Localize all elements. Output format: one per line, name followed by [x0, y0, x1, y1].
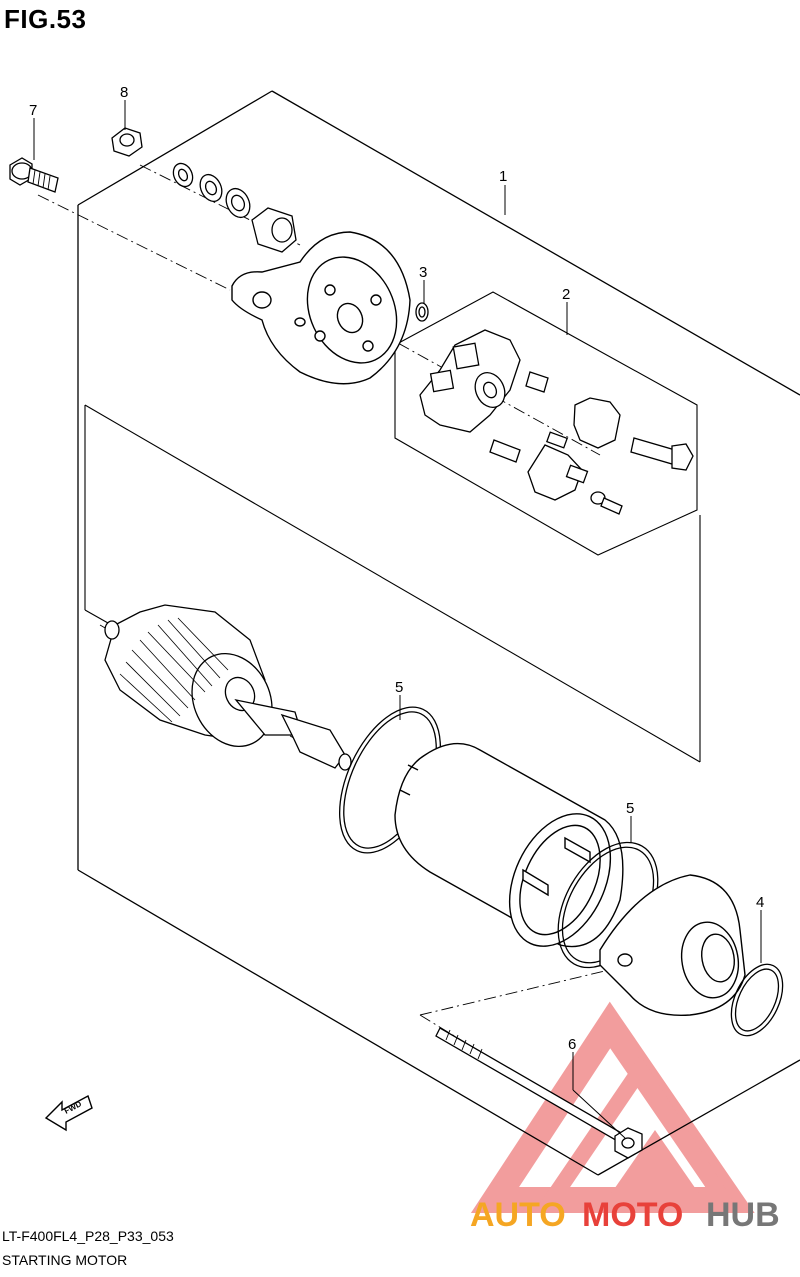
callout-5-lower: 5 [626, 800, 634, 817]
armature-frame [84, 404, 701, 763]
callout-1: 1 [499, 168, 507, 185]
callout-7: 7 [29, 102, 37, 119]
brush-holder-frame [394, 291, 698, 556]
front-housing [599, 874, 746, 1017]
o-ring-4 [730, 963, 784, 1037]
watermark-text: AUTO MOTO HUB [470, 1196, 780, 1234]
watermark-moto: MOTO [582, 1196, 683, 1234]
leader-lines [33, 100, 762, 1139]
armature [104, 604, 352, 771]
callout-4: 4 [756, 894, 764, 911]
end-cover [231, 231, 411, 385]
callout-8: 8 [120, 84, 128, 101]
callout-5-upper: 5 [395, 679, 403, 696]
fwd-arrow-icon: FWD [44, 1094, 93, 1132]
figure-title: FIG.53 [4, 4, 87, 34]
callout-2: 2 [562, 286, 570, 303]
flange-bolt-7 [9, 157, 59, 193]
brush-holder-parts [419, 329, 694, 515]
watermark-auto: AUTO [470, 1196, 566, 1234]
nut-8 [111, 127, 143, 157]
o-ring-3 [415, 302, 429, 322]
callout-3: 3 [419, 264, 427, 281]
diagram-caption: STARTING MOTOR [2, 1252, 128, 1268]
watermark-logo [470, 1001, 755, 1213]
callout-6: 6 [568, 1036, 576, 1053]
yoke-housing [394, 742, 624, 948]
watermark-hub: HUB [706, 1196, 780, 1234]
washer-stack [172, 162, 297, 253]
drawing-code: LT-F400FL4_P28_P33_053 [2, 1228, 174, 1244]
